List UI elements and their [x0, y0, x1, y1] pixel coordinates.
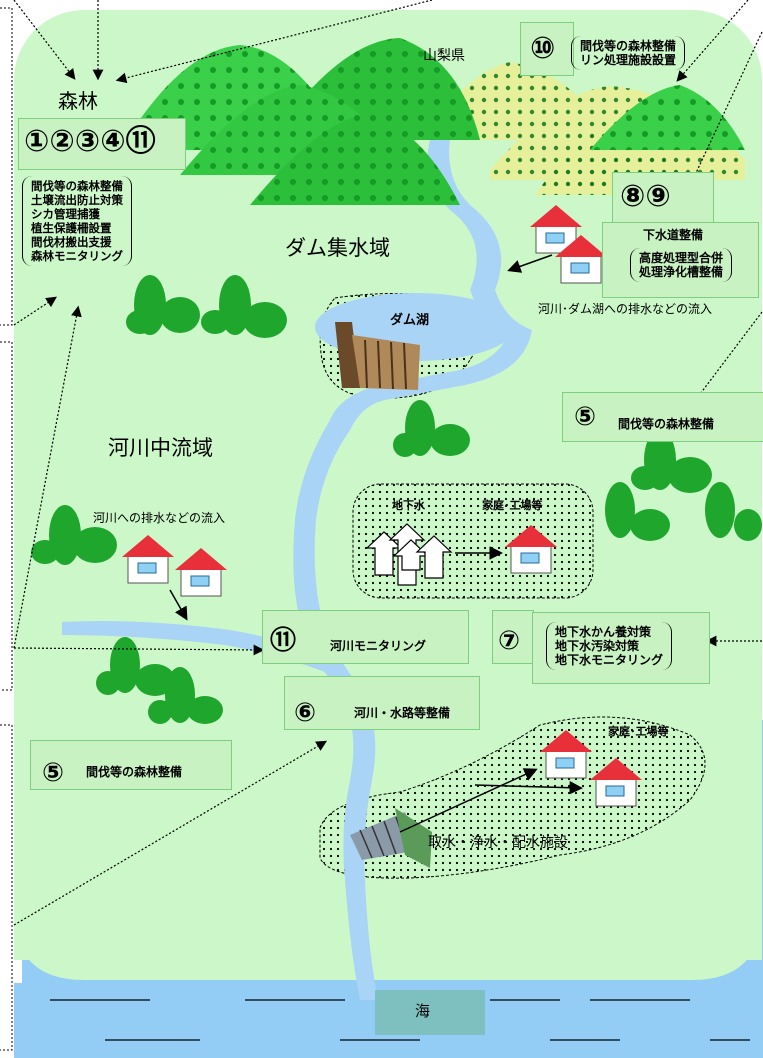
groundwater-label: 地下水	[392, 499, 425, 512]
m10-number: ⑩	[530, 31, 556, 66]
m5-left-text: 間伐等の森林整備	[86, 765, 183, 779]
forest-measure-item: 植生保護柵設置	[31, 221, 112, 235]
sea-label: 海	[415, 1002, 431, 1020]
mountain-icon	[120, 38, 480, 205]
groundwater-arrows-icon	[365, 523, 453, 586]
water-facility-icon	[350, 808, 432, 868]
m89-number-box	[612, 172, 714, 226]
m89-list: 高度処理型合併 処理浄化槽整備	[630, 248, 733, 282]
m6-box	[284, 676, 480, 730]
inflow-river-label: 河川への排水などの流入	[93, 511, 226, 525]
forest-measure-item: 間伐材搬出支援	[31, 235, 112, 249]
dam-icon	[335, 322, 420, 390]
sea-label-box	[375, 990, 485, 1035]
m11-number: ⑪	[270, 626, 297, 656]
dam-catchment-label: ダム集水域	[285, 236, 390, 260]
leader-arrows	[13, 0, 763, 926]
dam-lake-label: ダム湖	[390, 313, 430, 328]
middle-basin-label: 河川中流域	[108, 436, 213, 460]
left-frames	[0, 7, 13, 1051]
m89-title: 下水道整備	[643, 228, 704, 242]
homes-factories-label: 家庭･工場等	[608, 725, 669, 738]
m10-number-box	[520, 22, 574, 76]
forest-measures-list: 間伐等の森林整備 土壌流出防止対策 シカ管理捕獲 植生保護柵設置 間伐材搬出支援…	[22, 176, 132, 266]
m7-item: 地下水汚染対策	[555, 639, 640, 653]
m5-right-text: 間伐等の森林整備	[618, 417, 715, 431]
forest-measure-item: シカ管理捕獲	[31, 207, 100, 221]
forest-measures-number-box	[18, 118, 186, 170]
m5-left-number: ⑤	[42, 758, 65, 788]
m5-right-box	[562, 392, 763, 442]
forest-measure-item: 土壌流出防止対策	[31, 193, 123, 207]
m10-list: 間伐等の森林整備 リン処理施設設置	[571, 36, 686, 70]
m5-left-box	[30, 740, 232, 790]
m11-text: 河川モニタリング	[330, 639, 427, 653]
m10-item: 間伐等の森林整備	[580, 39, 677, 53]
yamanashi-label: 山梨県	[423, 48, 465, 64]
forest-measure-item: 間伐等の森林整備	[31, 179, 123, 193]
m89-list-box	[602, 222, 759, 298]
m7-number: ⑦	[498, 626, 521, 656]
m10-item: リン処理施設設置	[580, 53, 677, 67]
forest-label: 森林	[58, 89, 98, 113]
house-icon	[122, 205, 642, 807]
m7-item: 地下水かん養対策	[555, 625, 652, 639]
m6-text: 河川・水路等整備	[354, 706, 451, 720]
m7-list: 地下水かん養対策 地下水汚染対策 地下水モニタリング	[546, 622, 673, 670]
arrow-icon	[169, 254, 583, 833]
m7-item: 地下水モニタリング	[555, 653, 664, 667]
forest-measure-item: 森林モニタリング	[31, 249, 123, 263]
m89-item: 処理浄化槽整備	[639, 265, 724, 279]
m6-number: ⑥	[294, 698, 317, 728]
m5-right-number: ⑤	[574, 402, 597, 432]
homes-factories-label: 家庭･工場等	[482, 499, 543, 512]
forest-measures-number: ①②③④⑪	[24, 124, 156, 159]
m7-number-box	[492, 610, 534, 664]
water-facility-label: 取水・浄水・配水施設	[428, 835, 568, 851]
m89-item: 高度処理型合併	[639, 251, 724, 265]
m7-list-box	[532, 612, 710, 684]
branch-river	[62, 621, 330, 672]
inflow-dam-label: 河川･ダム湖への排水などの流入	[538, 302, 713, 316]
m89-number: ⑧⑨	[620, 179, 671, 214]
m11-box	[262, 610, 469, 664]
main-river	[293, 140, 532, 1000]
tree-icon	[31, 275, 762, 724]
